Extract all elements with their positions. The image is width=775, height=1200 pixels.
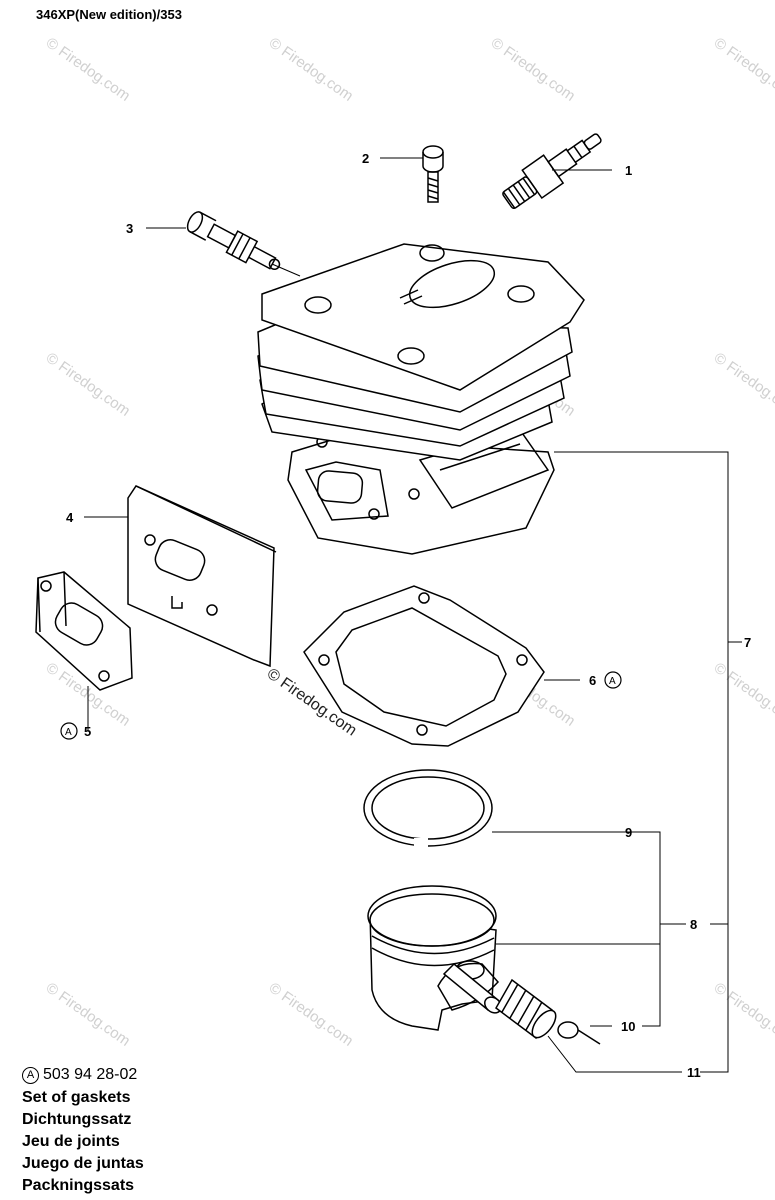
watermark-text: © Firedog.com [266, 34, 357, 104]
callout-6: 6 [589, 673, 596, 688]
callout-9: 9 [625, 825, 632, 840]
piston-ring-part [363, 769, 493, 850]
legend-part-number-line: A 503 94 28-02 [22, 1066, 144, 1084]
watermark-text: © Firedog.com [266, 979, 357, 1049]
legend-kit-marker: A [22, 1066, 39, 1084]
leader-lines [84, 157, 742, 1073]
screw-part [422, 145, 444, 203]
callout-10: 10 [621, 1019, 635, 1034]
kit-marker-circle [604, 671, 622, 689]
watermark-text: © Firedog.com [711, 34, 775, 104]
watermark-text: © Firedog.com [43, 349, 134, 419]
cylinder-gasket-part [303, 585, 545, 747]
callout-2: 2 [362, 151, 369, 166]
callout-labels: 1 2 3 4 A 5 6 A 7 8 9 10 11 [60, 151, 751, 1080]
callout-1: 1 [625, 163, 632, 178]
watermark-text: © Firedog.com [711, 349, 775, 419]
gasket-kit-legend: A 503 94 28-02 Set of gaskets Dichtungss… [22, 1066, 144, 1197]
kit-marker: A [65, 727, 72, 738]
callout-4: 4 [66, 510, 74, 525]
callout-8: 8 [690, 917, 697, 932]
legend-name-de: Dichtungssatz [22, 1111, 132, 1128]
watermark-text: © Firedog.com [488, 34, 579, 104]
callout-5: 5 [84, 724, 91, 739]
legend-name-en: Set of gaskets [22, 1089, 131, 1106]
callout-7: 7 [744, 635, 751, 650]
needle-bearing-part [442, 962, 557, 1040]
spark-plug-part [502, 133, 602, 210]
kit-marker-circle [60, 722, 78, 740]
cylinder-part [257, 243, 585, 555]
kit-marker: A [609, 676, 616, 687]
decompression-valve-part [186, 211, 281, 271]
legend-name-es: Juego de juntas [22, 1155, 144, 1172]
watermark-text: © Firedog.com [43, 979, 134, 1049]
callout-3: 3 [126, 221, 133, 236]
watermark-text: © Firedog.com [711, 979, 775, 1049]
circlip-part [557, 1021, 601, 1045]
watermark-text: © Firedog.com [43, 34, 134, 104]
exhaust-gasket-part [35, 571, 133, 691]
model-title: 346XP(New edition)/353 [36, 7, 182, 22]
heat-shield-plate-part [127, 485, 277, 668]
callout-11: 11 [687, 1065, 701, 1080]
watermark-text: © Firedog.com [711, 659, 775, 729]
legend-part-number: 503 94 28-02 [43, 1066, 138, 1083]
legend-name-sv: Packningssats [22, 1177, 135, 1194]
legend-name-fr: Jeu de joints [22, 1133, 120, 1150]
piston-part [367, 885, 500, 1031]
